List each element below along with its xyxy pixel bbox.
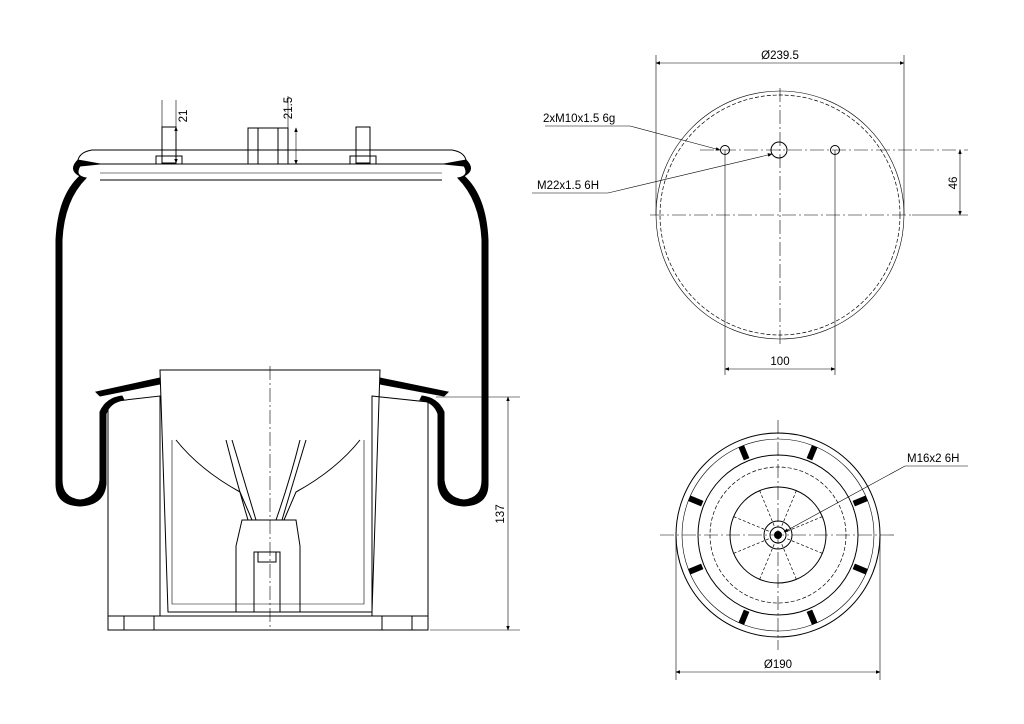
dim-offset-label: 46 [948,177,960,190]
dim-offset: 46 [912,149,968,216]
top-plate [77,149,467,181]
dim-stud-spacing-label: 100 [770,356,789,368]
spoke [759,490,775,526]
spoke [733,538,769,554]
dim-bottom-diameter-label: Ø190 [764,659,792,671]
spoke [733,516,769,532]
callout-bottom-thread-label: M16x2 6H [907,453,959,465]
dim-piston-height-label: 137 [495,504,507,523]
lower-bead-left [94,377,161,397]
callout-studs: 2xM10x1.5 6g [543,113,721,151]
spoke [781,490,797,526]
bellows-left [55,159,125,507]
dim-nipple-height-label: 21.5 [283,97,295,119]
side-section-view: 21 21.5 137 [55,96,520,631]
rib [806,609,818,625]
piston-cup [159,369,381,613]
callout-studs-label: 2xM10x1.5 6g [543,113,615,125]
dim-stud-height: 21 [161,100,190,164]
top-plan-view: Ø239.5 100 46 2xM10x1.5 6g M22x1.5 6H [532,50,968,375]
rib [806,445,818,461]
callout-bottom-thread: M16x2 6H [783,453,968,533]
rib [688,495,704,507]
rib [688,563,704,575]
right-stud [349,126,377,165]
piston-spokes [733,490,823,580]
left-stud [155,126,183,165]
dim-stud-spacing: 100 [724,150,836,375]
spoke [787,538,823,554]
callout-air-port-label: M22x1.5 6H [537,180,599,192]
callout-air-port: M22x1.5 6H [532,153,773,194]
dim-top-diameter: Ø239.5 [655,50,905,215]
lower-bead-right [379,377,450,397]
piston-body [107,395,429,631]
bellows-right [419,159,489,507]
rib [852,495,868,507]
dim-stud-height-label: 21 [178,110,190,123]
dim-piston-height: 137 [430,396,520,631]
air-nipple [247,127,289,165]
spoke [787,516,823,532]
spoke [759,544,775,580]
rib [738,445,750,461]
dim-nipple-height: 21.5 [283,96,298,165]
bottom-plan-view: Ø190 M16x2 6H [660,420,968,680]
spoke [781,544,797,580]
dim-top-diameter-label: Ø239.5 [761,50,799,62]
dim-bottom-diameter: Ø190 [675,535,881,680]
rib [852,563,868,575]
rib [738,609,750,625]
piston-ribs [688,445,868,625]
